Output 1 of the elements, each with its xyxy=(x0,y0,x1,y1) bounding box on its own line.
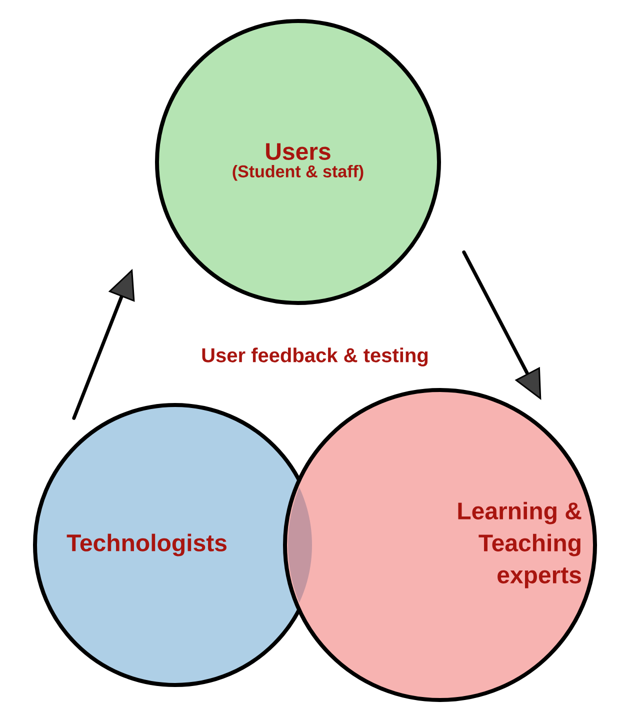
center-label: User feedback & testing xyxy=(202,348,428,366)
